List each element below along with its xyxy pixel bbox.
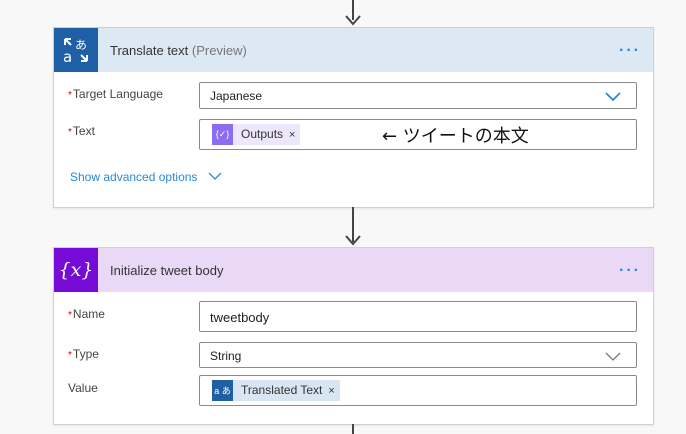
- initialize-variable-card: {x} Initialize tweet body ··· *Name twee…: [53, 247, 654, 425]
- text-label: *Text: [68, 124, 95, 138]
- more-options-button[interactable]: ···: [619, 262, 641, 279]
- variable-card-header[interactable]: {x} Initialize tweet body ···: [54, 248, 653, 292]
- flow-arrow-top: [343, 0, 363, 27]
- show-advanced-options-link[interactable]: Show advanced options: [70, 170, 223, 184]
- flow-arrow-bottom: [343, 424, 363, 434]
- remove-token-icon[interactable]: ×: [289, 128, 296, 141]
- name-label: *Name: [68, 307, 105, 321]
- more-options-button[interactable]: ···: [619, 42, 641, 59]
- target-language-dropdown[interactable]: Japanese: [199, 82, 637, 109]
- annotation-tweet-body: ← ツイートの本文: [382, 126, 529, 147]
- target-language-label: *Target Language: [68, 87, 163, 101]
- svg-text:あ: あ: [75, 38, 87, 52]
- translated-text-token[interactable]: a あ Translated Text ×: [212, 380, 340, 401]
- card-title: Initialize tweet body: [110, 262, 224, 278]
- remove-token-icon[interactable]: ×: [328, 384, 335, 397]
- flow-arrow-middle: [343, 207, 363, 247]
- chevron-down-icon: [605, 92, 621, 102]
- card-title: Translate text (Preview): [110, 42, 247, 58]
- variable-icon: {x}: [54, 248, 98, 292]
- value-label: Value: [68, 381, 98, 395]
- expression-icon: {✓}: [212, 124, 233, 145]
- type-dropdown[interactable]: String: [199, 342, 637, 368]
- translator-icon: a あ: [212, 380, 233, 401]
- outputs-token[interactable]: {✓} Outputs ×: [212, 124, 301, 145]
- svg-text:a: a: [63, 48, 72, 64]
- name-input[interactable]: tweetbody: [199, 301, 637, 332]
- type-label: *Type: [68, 347, 99, 361]
- chevron-down-icon: [605, 352, 621, 361]
- value-input[interactable]: a あ Translated Text ×: [199, 375, 637, 406]
- chevron-down-icon: [208, 172, 222, 180]
- text-input[interactable]: {✓} Outputs ×: [199, 119, 637, 150]
